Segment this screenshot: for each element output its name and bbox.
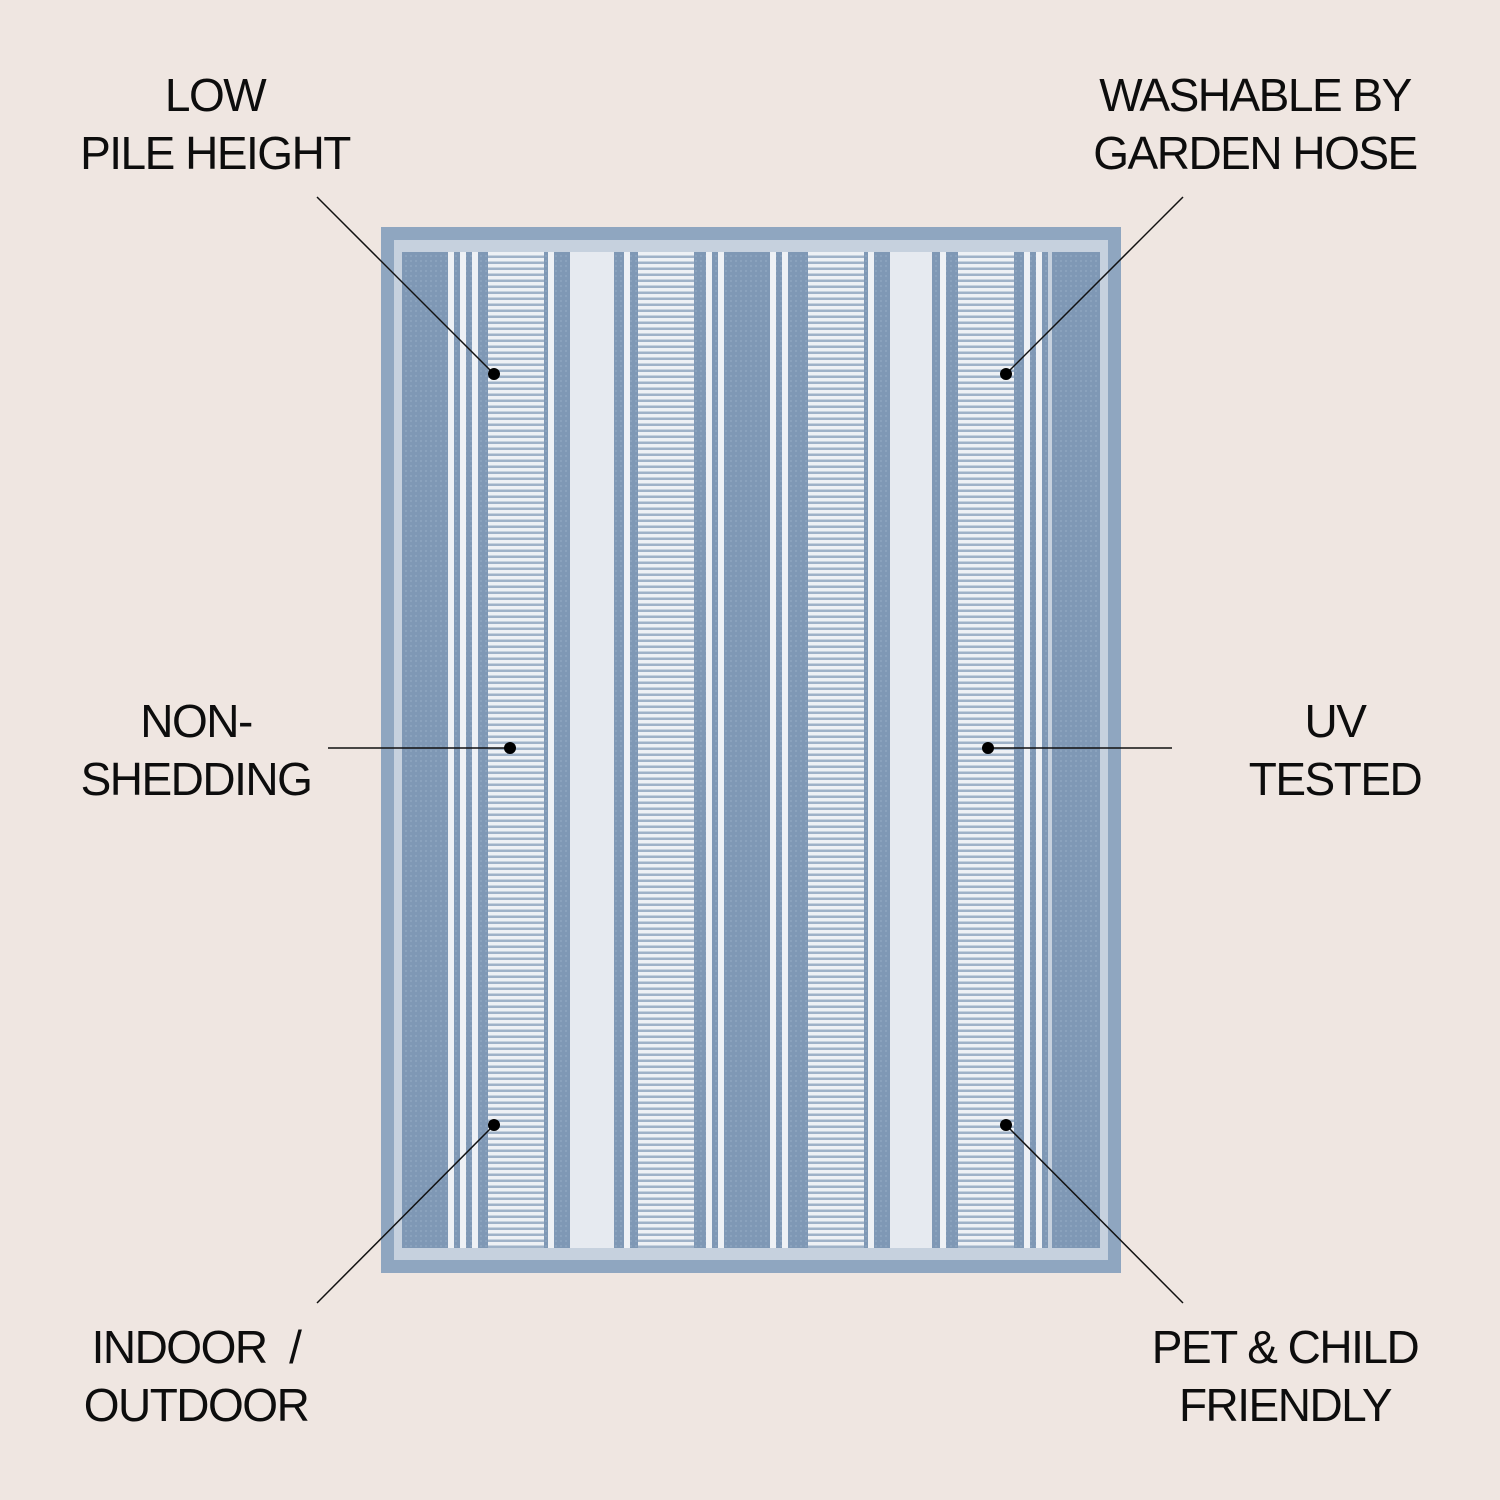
feature-line: WASHABLE BY [1099, 69, 1412, 121]
callout-dots [488, 368, 1012, 1131]
callout-line-pet [1005, 1124, 1184, 1304]
callout-lines [316, 196, 1184, 1304]
feature-line: UV [1304, 695, 1367, 747]
callout-dot-pet [1000, 1119, 1012, 1131]
feature-line: TESTED [1248, 753, 1423, 805]
callout-dot-washable [1000, 368, 1012, 380]
callout-line-washable [1005, 196, 1184, 375]
callout-dot-low-pile [488, 368, 500, 380]
callout-dot-indoor [488, 1119, 500, 1131]
feature-line: PET & CHILD [1151, 1321, 1420, 1373]
callout-line-low-pile [316, 196, 495, 375]
feature-line: NON- [140, 695, 253, 747]
feature-line: SHEDDING [80, 753, 313, 805]
feature-non-shedding: NON- SHEDDING [70, 692, 322, 808]
callout-dot-non-shedding [504, 742, 516, 754]
feature-pet-child-friendly: PET & CHILD FRIENDLY [1140, 1318, 1430, 1434]
feature-uv-tested: UV TESTED [1240, 692, 1430, 808]
callout-line-indoor [316, 1124, 495, 1304]
feature-low-pile-height: LOW PILE HEIGHT [70, 66, 360, 182]
callout-dot-uv [982, 742, 994, 754]
feature-line: OUTDOOR [83, 1379, 310, 1431]
feature-indoor-outdoor: INDOOR / OUTDOOR [70, 1318, 322, 1434]
feature-line: PILE HEIGHT [80, 127, 351, 179]
feature-line: FRIENDLY [1178, 1379, 1393, 1431]
rug-stripes [448, 252, 1052, 1248]
feature-line: INDOOR / [91, 1321, 302, 1373]
feature-line: GARDEN HOSE [1093, 127, 1418, 179]
feature-line: LOW [164, 69, 267, 121]
feature-washable: WASHABLE BY GARDEN HOSE [1080, 66, 1430, 182]
